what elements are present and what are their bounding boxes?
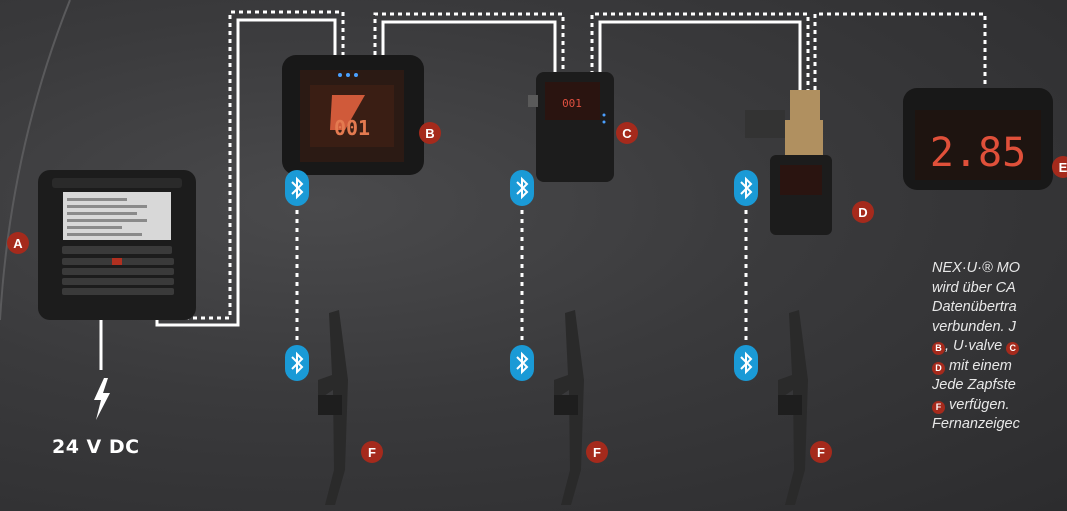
nozzle-f-2 <box>554 310 584 505</box>
bluetooth-icon-f2 <box>510 345 534 381</box>
description-badge-f: F <box>932 400 945 414</box>
can-cable-b-c <box>373 12 565 75</box>
bluetooth-icon-f1 <box>285 345 309 381</box>
display-b-readout: 001 <box>334 116 370 140</box>
label-f3: F <box>810 441 832 463</box>
bluetooth-icon-d-top <box>734 170 758 206</box>
bluetooth-icon-f3 <box>734 345 758 381</box>
decorative-arc <box>0 0 71 321</box>
label-b: B <box>419 122 441 144</box>
valve-device-d <box>745 90 832 235</box>
label-a: A <box>7 232 29 254</box>
display-device-b <box>282 55 424 175</box>
description-line-5-text: , U·valve <box>945 338 1003 354</box>
description-line-5: B, U·valve C <box>932 337 1067 357</box>
can-cable-d-e <box>813 12 987 90</box>
nozzle-f-1 <box>318 310 348 505</box>
description-line-3: Datenübertra <box>932 299 1017 315</box>
label-e: E <box>1052 156 1067 178</box>
remote-display-e <box>903 88 1053 190</box>
description-line-8: F verfügen. <box>932 396 1067 416</box>
label-d: D <box>852 201 874 223</box>
description-line-4: verbunden. J <box>932 318 1016 335</box>
description-line-6-text: mit einem <box>945 357 1012 374</box>
display-e-readout: 2.85 <box>930 130 1026 176</box>
console-device-a <box>38 170 196 320</box>
description-text: NEX·U·® MO wird über CA Datenübertra ver… <box>932 259 1067 435</box>
description-badge-b: B <box>932 342 945 355</box>
lightning-icon <box>94 378 110 420</box>
description-line-7: Jede Zapfste <box>932 377 1016 393</box>
description-line-9: Fernanzeigec <box>932 416 1020 432</box>
bluetooth-icon-b-top <box>285 170 309 206</box>
label-f2: F <box>586 441 608 463</box>
meter-device-c <box>528 72 614 182</box>
label-f1: F <box>361 441 383 463</box>
description-badge-c: C <box>1006 342 1020 355</box>
voltage-label: 24 V DC <box>52 436 140 458</box>
description-line-1: NEX·U·® MO <box>932 260 1021 276</box>
bluetooth-icon-c-top <box>510 170 534 206</box>
nozzle-f-3 <box>778 310 808 505</box>
description-line-6: D mit einem <box>932 357 1067 377</box>
label-c: C <box>616 122 638 144</box>
description-line-8-text: verfügen. <box>945 396 1010 413</box>
description-line-2: wird über CA <box>932 279 1016 296</box>
can-cable-c-d <box>590 12 810 100</box>
display-c-readout: 001 <box>562 97 582 110</box>
description-badge-d: D <box>932 361 945 375</box>
